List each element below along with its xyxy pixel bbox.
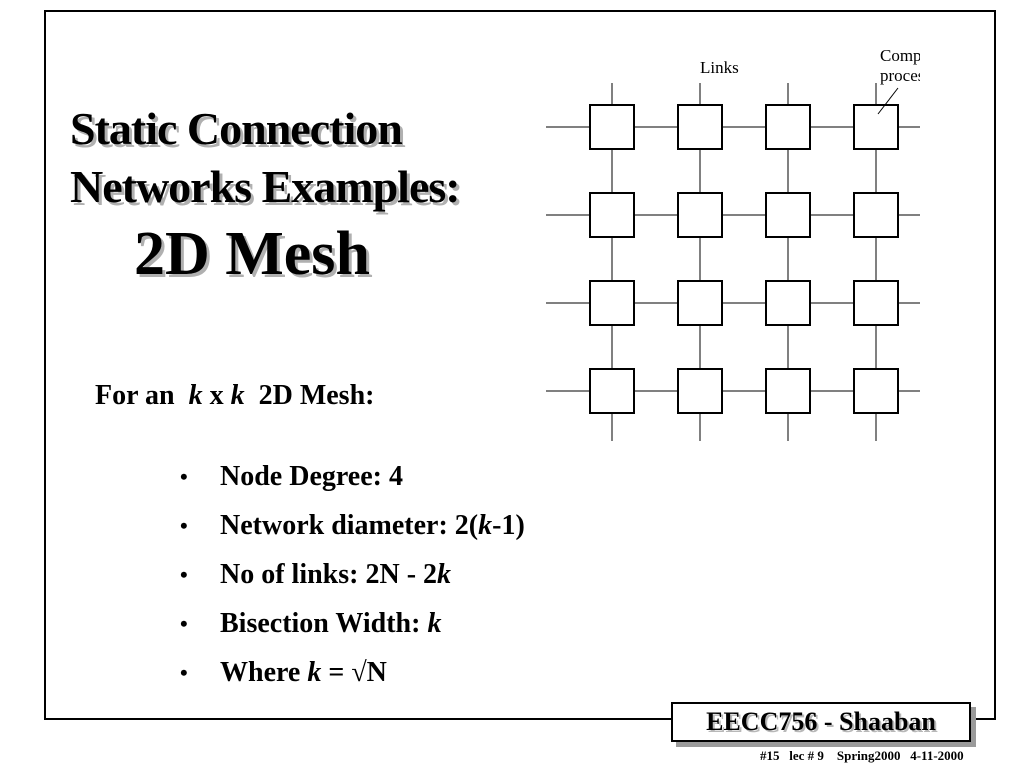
processor-node bbox=[677, 368, 723, 414]
bullet-item: • Bisection Width: k bbox=[180, 599, 525, 648]
bullet-text: Bisection Width: k bbox=[220, 608, 441, 640]
bullet-text-part: Bisection Width: bbox=[220, 607, 428, 639]
processor-node bbox=[589, 192, 635, 238]
bullet-dot: • bbox=[180, 659, 188, 685]
bullet-dot: • bbox=[180, 561, 188, 587]
mesh-diagram: Links Computer/ processor bbox=[546, 46, 920, 441]
processor-node bbox=[589, 104, 635, 150]
mesh-nodes bbox=[589, 104, 899, 414]
links-label: Links bbox=[700, 58, 739, 77]
bullet-text: Network diameter: 2(k-1) bbox=[220, 510, 525, 542]
processor-pointer-line bbox=[877, 87, 899, 115]
bullet-list: •Node Degree: 4•Network diameter: 2(k-1)… bbox=[180, 452, 525, 697]
subheading-suffix: 2D Mesh: bbox=[258, 380, 375, 411]
bullet-item: • Network diameter: 2(k-1) bbox=[180, 501, 525, 550]
bullet-text-part: Node Degree: 4 bbox=[220, 460, 403, 492]
processor-node bbox=[589, 368, 635, 414]
subheading-x: x bbox=[209, 380, 224, 411]
title-emphasis: 2D Mesh bbox=[134, 220, 370, 288]
slide-frame bbox=[44, 10, 996, 720]
processor-label-line-1: Computer/ bbox=[880, 46, 920, 65]
lecture-note: #15 lec # 9 Spring2000 4-11-2000 bbox=[760, 748, 964, 763]
processor-node bbox=[677, 104, 723, 150]
bullet-text: No of links: 2N - 2k bbox=[220, 559, 451, 591]
mesh-subheading: For an k x k 2D Mesh: bbox=[95, 380, 374, 412]
processor-node bbox=[765, 368, 811, 414]
bullet-dot: • bbox=[180, 463, 188, 489]
processor-node bbox=[853, 104, 899, 150]
bullet-text-part: -1) bbox=[492, 509, 525, 541]
bullet-text-part: = √N bbox=[321, 656, 387, 688]
processor-node bbox=[677, 280, 723, 326]
bullet-variable: k bbox=[478, 509, 493, 541]
title-line-2: Networks Examples: bbox=[70, 161, 461, 212]
course-footer-label: EECC756 - Shaaban bbox=[706, 707, 936, 736]
bullet-item: • No of links: 2N - 2k bbox=[180, 550, 525, 599]
slide-title: Static Connection Networks Examples: 2D … bbox=[70, 100, 461, 292]
processor-node bbox=[853, 368, 899, 414]
processor-node bbox=[853, 280, 899, 326]
bullet-variable: k bbox=[427, 607, 442, 639]
bullet-item: • Node Degree: 4 bbox=[180, 452, 525, 501]
subheading-k1: k bbox=[188, 380, 203, 411]
bullet-dot: • bbox=[180, 512, 188, 538]
bullet-text-part: No of links: 2N - 2 bbox=[220, 558, 438, 590]
processor-node bbox=[765, 280, 811, 326]
bullet-text-part: Network diameter: 2( bbox=[220, 509, 479, 541]
subheading-prefix: For an bbox=[95, 380, 175, 411]
title-line-1: Static Connection bbox=[70, 103, 403, 154]
bullet-variable: k bbox=[307, 656, 322, 688]
bullet-dot: • bbox=[180, 610, 188, 636]
processor-node bbox=[677, 192, 723, 238]
course-footer-box: EECC756 - Shaaban bbox=[671, 702, 971, 742]
bullet-text-part: Where bbox=[220, 656, 308, 688]
subheading-k2: k bbox=[230, 380, 245, 411]
processor-label-line-2: processor bbox=[880, 66, 920, 85]
bullet-variable: k bbox=[437, 558, 452, 590]
processor-node bbox=[853, 192, 899, 238]
processor-node bbox=[765, 192, 811, 238]
bullet-item: • Where k = √N bbox=[180, 648, 525, 697]
bullet-text: Where k = √N bbox=[220, 657, 387, 689]
bullet-text: Node Degree: 4 bbox=[220, 461, 403, 493]
processor-node bbox=[765, 104, 811, 150]
processor-node bbox=[589, 280, 635, 326]
